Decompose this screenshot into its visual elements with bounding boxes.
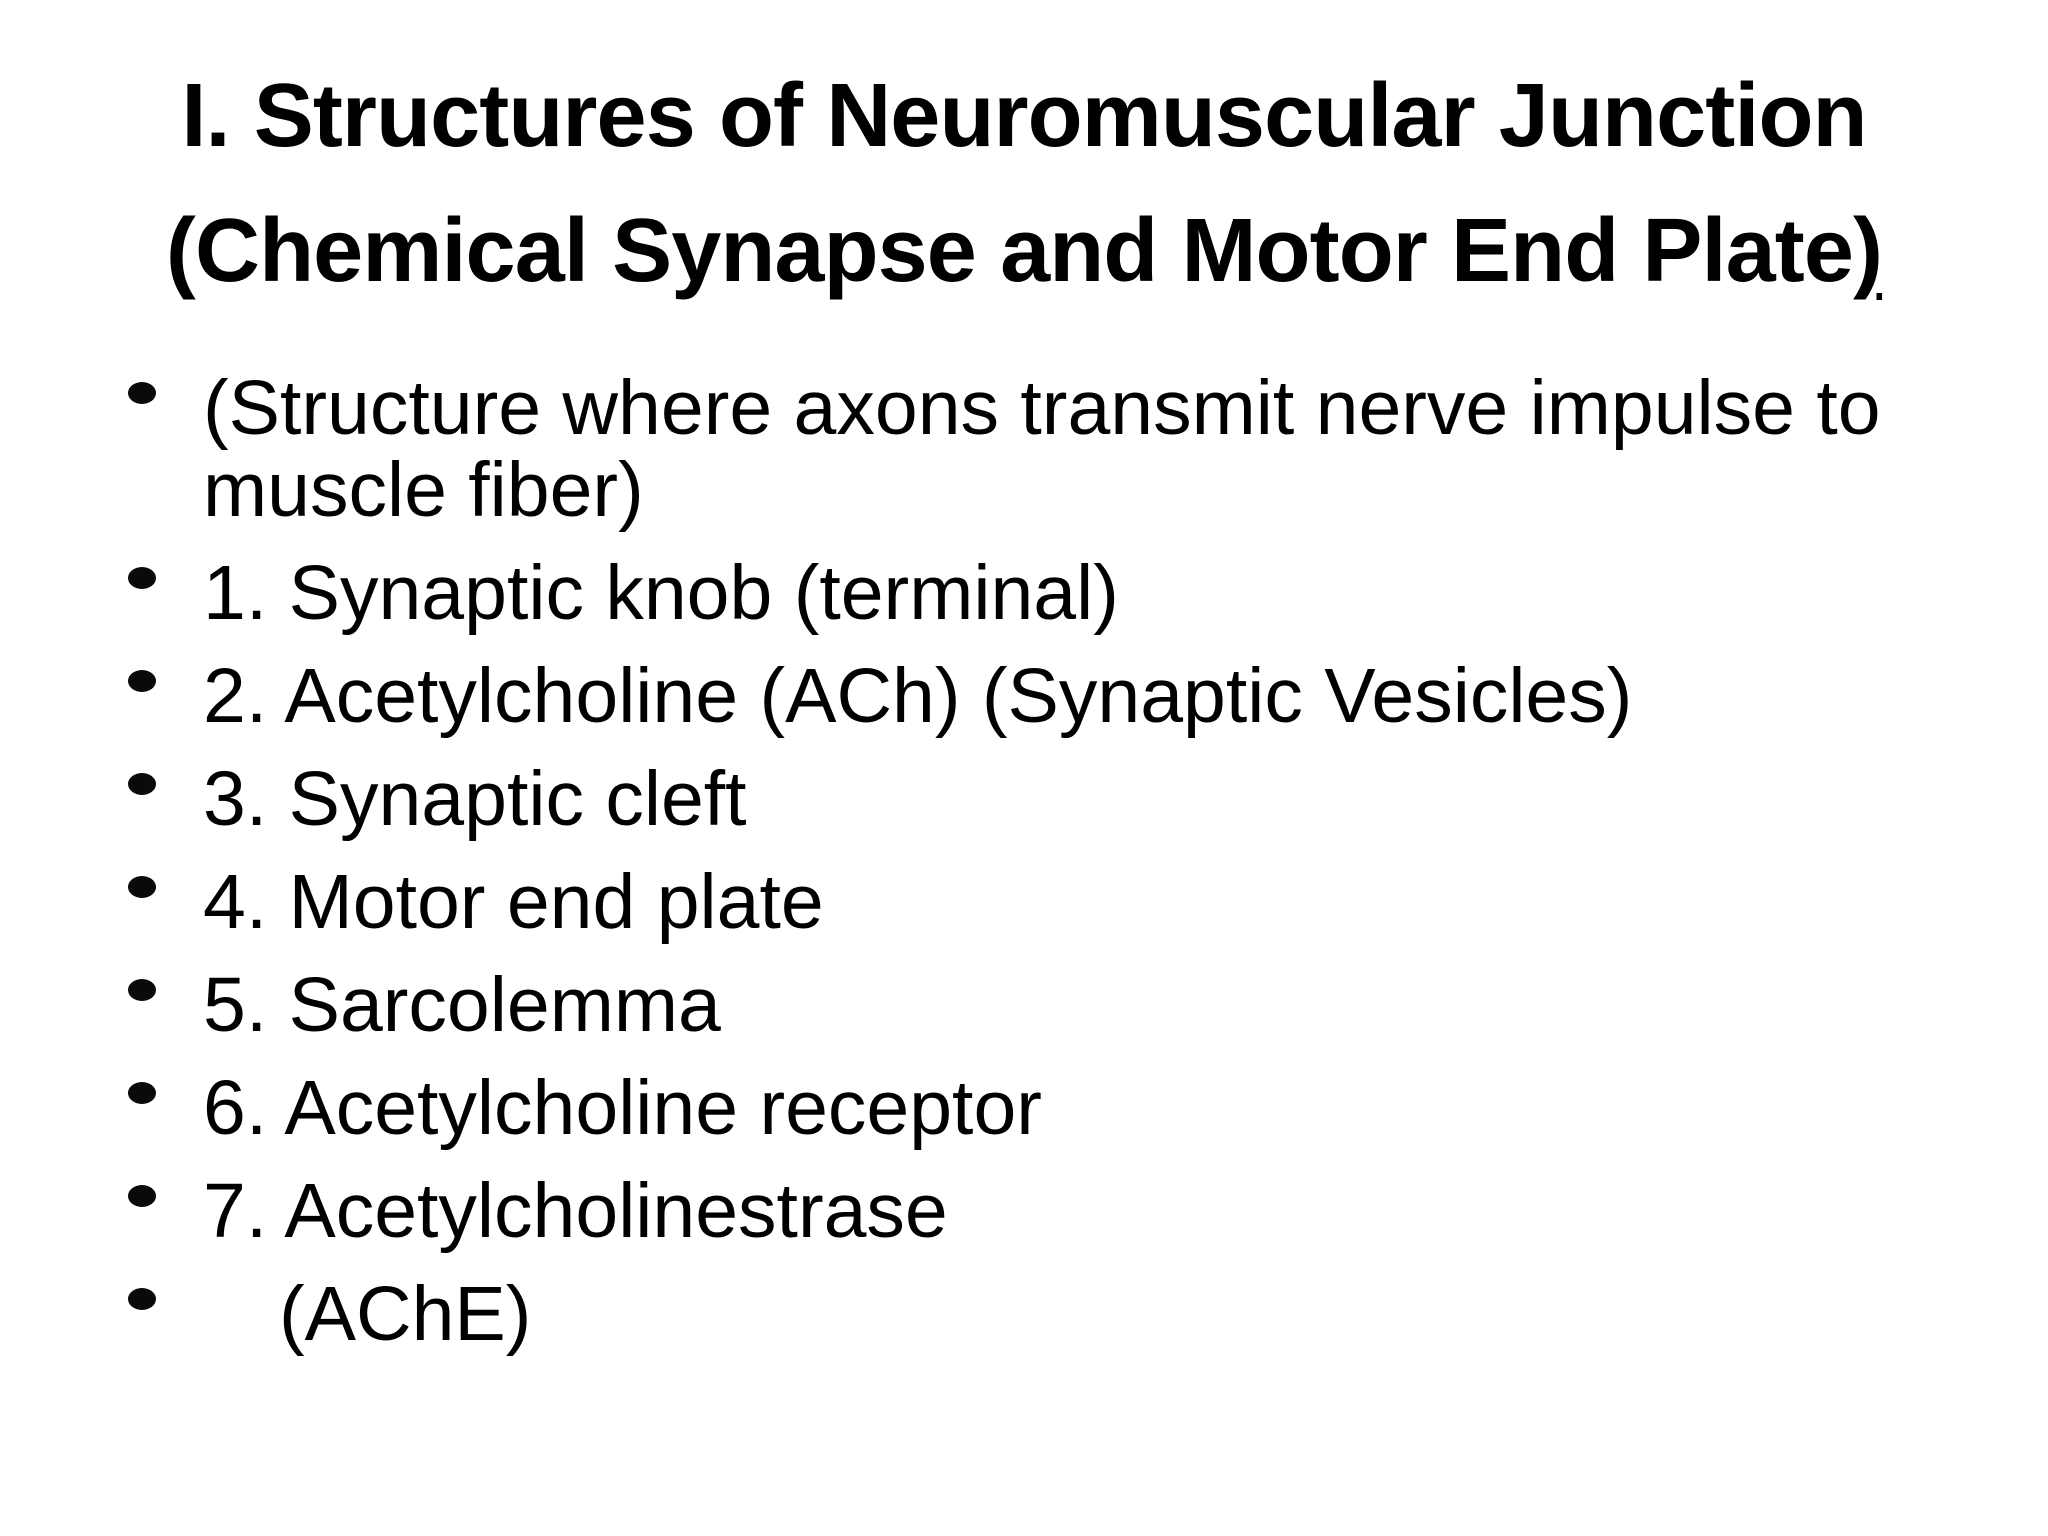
- bullet-icon: [128, 382, 156, 404]
- list-item: (Structure where axons transmit nerve im…: [128, 365, 1983, 533]
- list-item: (AChE): [128, 1271, 1983, 1357]
- list-item-text: 7. Acetylcholinestrase: [203, 1168, 948, 1254]
- list-item-text: 4. Motor end plate: [203, 859, 824, 945]
- list-item: 4. Motor end plate: [128, 859, 1983, 945]
- list-item: 1. Synaptic knob (terminal): [128, 550, 1983, 636]
- list-item-text: 3. Synaptic cleft: [203, 756, 747, 842]
- bullet-icon: [128, 567, 156, 589]
- title-line-1: I. Structures of Neuromuscular Junction: [181, 66, 1867, 166]
- list-item: 7. Acetylcholinestrase: [128, 1168, 1983, 1254]
- list-item-text: (Structure where axons transmit nerve im…: [203, 365, 1881, 533]
- slide-title: I. Structures of Neuromuscular Junction …: [0, 0, 2048, 319]
- list-item-text: 2. Acetylcholine (ACh) (Synaptic Vesicle…: [203, 653, 1633, 739]
- list-item-text: (AChE): [279, 1271, 532, 1357]
- list-item: 5. Sarcolemma: [128, 962, 1983, 1048]
- bullet-icon: [128, 979, 156, 1001]
- bullet-icon: [128, 1288, 156, 1310]
- list-item-text: 6. Acetylcholine receptor: [203, 1065, 1042, 1151]
- list-item: 2. Acetylcholine (ACh) (Synaptic Vesicle…: [128, 653, 1983, 739]
- bullet-icon: [128, 1185, 156, 1207]
- list-item-text: 5. Sarcolemma: [203, 962, 721, 1048]
- bullet-icon: [128, 876, 156, 898]
- list-item-text: 1. Synaptic knob (terminal): [203, 550, 1119, 636]
- title-underlined-paren: ): [1853, 201, 1883, 301]
- list-item: 6. Acetylcholine receptor: [128, 1065, 1983, 1151]
- title-line-2-text: (Chemical Synapse and Motor End Plate: [165, 201, 1854, 301]
- bullet-list: (Structure where axons transmit nerve im…: [0, 367, 2048, 1355]
- list-item: 3. Synaptic cleft: [128, 756, 1983, 842]
- bullet-icon: [128, 670, 156, 692]
- title-line-2: (Chemical Synapse and Motor End Plate): [0, 184, 2048, 319]
- bullet-icon: [128, 1082, 156, 1104]
- bullet-icon: [128, 773, 156, 795]
